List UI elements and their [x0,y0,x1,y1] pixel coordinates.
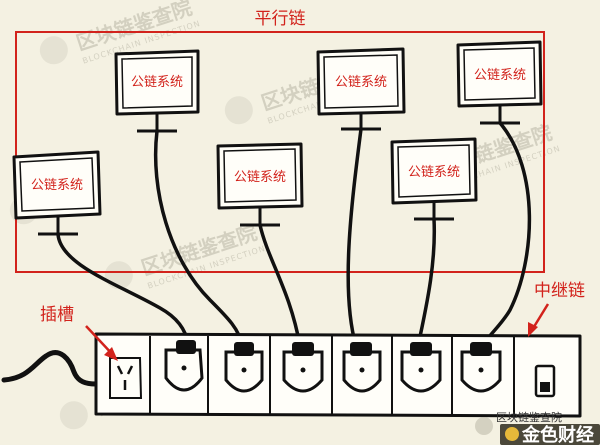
monitor-label: 公链系统 [474,68,526,83]
empty-slot [109,357,143,399]
corner-small-text: 区块链鉴查院 [496,410,562,424]
monitor-label: 公链系统 [234,170,286,185]
monitor-label: 公链系统 [31,178,83,193]
monitor-group: 公链系统 公链系统 公链系统 公链系统 [12,40,543,236]
relay-chain-switch [534,364,556,398]
slot-arrow [85,325,118,361]
power-strip [94,332,582,418]
cable-5 [416,217,437,348]
monitor-3: 公链系统 [216,142,304,227]
cable-2 [153,129,244,348]
parallel-chain-label: 平行链 [255,9,306,29]
monitor-6: 公链系统 [456,40,543,125]
parallel-chain-box [15,31,545,273]
monitor-label: 公链系统 [335,75,387,90]
corner-brand: 区块链鉴查院 金色财经 [475,410,600,445]
plug-2 [224,342,264,393]
plug-6 [460,342,502,393]
plug-4 [342,342,382,393]
plug-3 [282,342,324,393]
cable-6 [480,121,532,348]
monitor-4: 公链系统 [316,47,406,131]
power-cord [1,350,99,387]
monitor-1: 公链系统 [12,150,102,236]
relay-chain-arrow [528,303,550,337]
cable-group [56,121,532,348]
slot-label: 插槽 [40,305,74,325]
brand-text: 金色财经 [521,424,594,445]
monitor-label: 公链系统 [408,165,460,180]
cable-4 [346,127,363,348]
monitor-5: 公链系统 [390,137,478,221]
monitor-label: 公链系统 [131,75,183,90]
plug-1 [164,340,204,392]
monitor-2: 公链系统 [114,49,200,133]
relay-chain-label: 中继链 [534,281,585,301]
plug-5 [400,342,442,393]
cable-3 [258,223,302,348]
cable-1 [56,232,190,346]
